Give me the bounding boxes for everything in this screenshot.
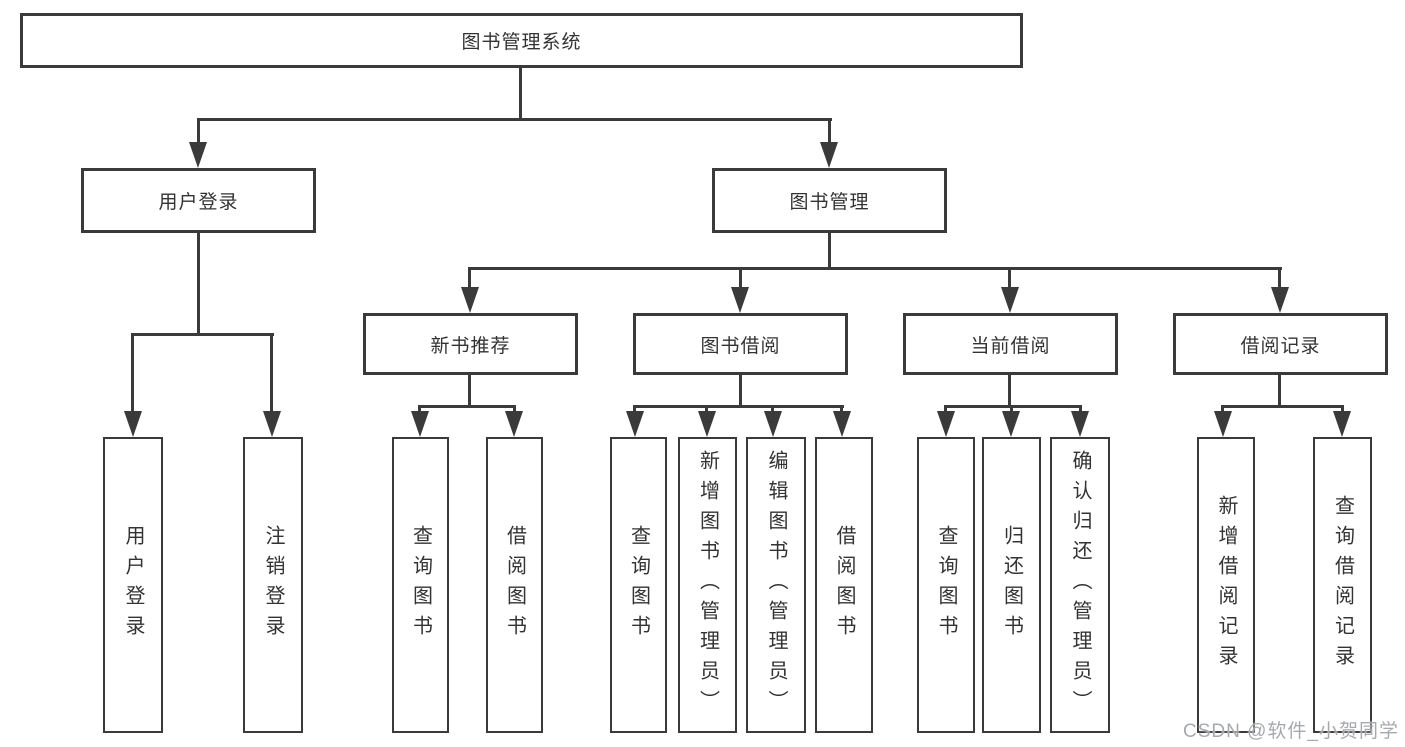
node-borrowing-records: 借阅记录 <box>1173 313 1388 375</box>
leaf-label: 查询借阅记录 <box>1331 495 1354 675</box>
leaf-add-borrow-record: 新增借阅记录 <box>1197 437 1255 733</box>
arrowhead-down <box>461 287 479 313</box>
connector-vline <box>1008 267 1011 290</box>
leaf-query-borrow-record: 查询借阅记录 <box>1313 437 1372 733</box>
connector-vline <box>513 405 516 414</box>
node-library-management-system: 图书管理系统 <box>20 13 1023 68</box>
leaf-label: 查询图书 <box>627 525 650 645</box>
arrowhead-down <box>764 411 782 437</box>
node-new-book-recommendation: 新书推荐 <box>363 313 578 375</box>
leaf-label: 用户登录 <box>122 525 144 645</box>
connector-vline <box>633 405 636 414</box>
arrowhead-down <box>263 411 281 437</box>
arrowhead-down <box>731 287 749 313</box>
connector-vline <box>418 405 421 414</box>
connector-vline <box>771 405 774 414</box>
leaf-borrow-books-1: 借阅图书 <box>486 437 543 733</box>
connector-hline <box>468 267 1282 270</box>
leaf-borrow-books-2: 借阅图书 <box>815 437 873 733</box>
leaf-label: 新增借阅记录 <box>1215 495 1237 675</box>
node-user-login: 用户登录 <box>81 168 316 233</box>
connector-hline <box>944 405 1082 408</box>
leaf-return-books: 归还图书 <box>982 437 1041 733</box>
connector-vline <box>705 405 708 414</box>
connector-vline <box>828 232 831 270</box>
leaf-label: 注销登录 <box>262 525 284 645</box>
node-book-management: 图书管理 <box>712 168 947 233</box>
leaf-label: 编辑图书（管理员） <box>765 450 787 720</box>
leaf-label: 借阅图书 <box>503 525 526 645</box>
connector-vline <box>1079 405 1082 414</box>
leaf-user-login: 用户登录 <box>103 437 163 733</box>
connector-vline <box>1010 405 1013 414</box>
arrowhead-down <box>505 411 523 437</box>
arrowhead-down <box>1271 287 1289 313</box>
connector-vline <box>1221 405 1224 414</box>
arrowhead-down <box>833 411 851 437</box>
node-label: 当前借阅 <box>970 335 1051 357</box>
leaf-add-books-admin: 新增图书（管理员） <box>678 437 737 733</box>
arrowhead-down <box>820 142 838 168</box>
leaf-label: 查询图书 <box>935 525 957 645</box>
node-label: 新书推荐 <box>430 335 511 357</box>
leaf-label: 查询图书 <box>409 525 432 645</box>
arrowhead-down <box>1333 411 1351 437</box>
connector-vline <box>828 118 831 145</box>
connector-vline <box>840 405 843 414</box>
node-label: 图书借阅 <box>700 335 781 357</box>
leaf-confirm-return-admin: 确认归还（管理员） <box>1050 437 1110 733</box>
arrowhead-down <box>626 411 644 437</box>
arrowhead-down <box>189 142 207 168</box>
arrowhead-down <box>1002 411 1020 437</box>
connector-vline <box>131 333 134 413</box>
leaf-label: 确认归还（管理员） <box>1069 450 1091 720</box>
connector-vline <box>1008 374 1011 408</box>
leaf-label: 归还图书 <box>1000 525 1023 645</box>
arrowhead-down <box>124 411 142 437</box>
connector-vline <box>519 68 522 121</box>
node-label: 用户登录 <box>158 192 239 213</box>
arrowhead-down <box>698 411 716 437</box>
csdn-watermark: CSDN @软件_小贺同学 <box>1183 721 1399 742</box>
connector-vline <box>197 233 200 336</box>
connector-hline <box>633 405 844 408</box>
connector-hline <box>1221 405 1344 408</box>
connector-hline <box>197 118 832 121</box>
connector-vline <box>1278 374 1281 408</box>
connector-hline <box>418 405 516 408</box>
connector-hline <box>131 333 274 336</box>
leaf-query-books-3: 查询图书 <box>917 437 975 733</box>
arrowhead-down <box>1001 287 1019 313</box>
leaf-edit-books-admin: 编辑图书（管理员） <box>746 437 806 733</box>
connector-vline <box>1278 267 1281 290</box>
connector-vline <box>739 374 742 408</box>
leaf-label: 新增图书（管理员） <box>696 450 719 720</box>
arrowhead-down <box>1214 411 1232 437</box>
connector-vline <box>270 333 273 413</box>
connector-vline <box>944 405 947 414</box>
connector-vline <box>468 374 471 408</box>
leaf-label: 借阅图书 <box>833 525 855 645</box>
node-label: 借阅记录 <box>1240 335 1321 357</box>
connector-vline <box>739 267 742 290</box>
leaf-logout: 注销登录 <box>243 437 303 733</box>
arrowhead-down <box>411 411 429 437</box>
leaf-query-books-2: 查询图书 <box>610 437 667 733</box>
node-label: 图书管理系统 <box>461 32 582 53</box>
node-current-borrowing: 当前借阅 <box>903 313 1118 375</box>
arrowhead-down <box>937 411 955 437</box>
connector-vline <box>468 267 471 290</box>
connector-vline <box>197 118 200 145</box>
leaf-query-books-1: 查询图书 <box>392 437 449 733</box>
connector-vline <box>1341 405 1344 414</box>
node-book-borrowing: 图书借阅 <box>633 313 848 375</box>
arrowhead-down <box>1071 411 1089 437</box>
node-label: 图书管理 <box>789 192 870 213</box>
